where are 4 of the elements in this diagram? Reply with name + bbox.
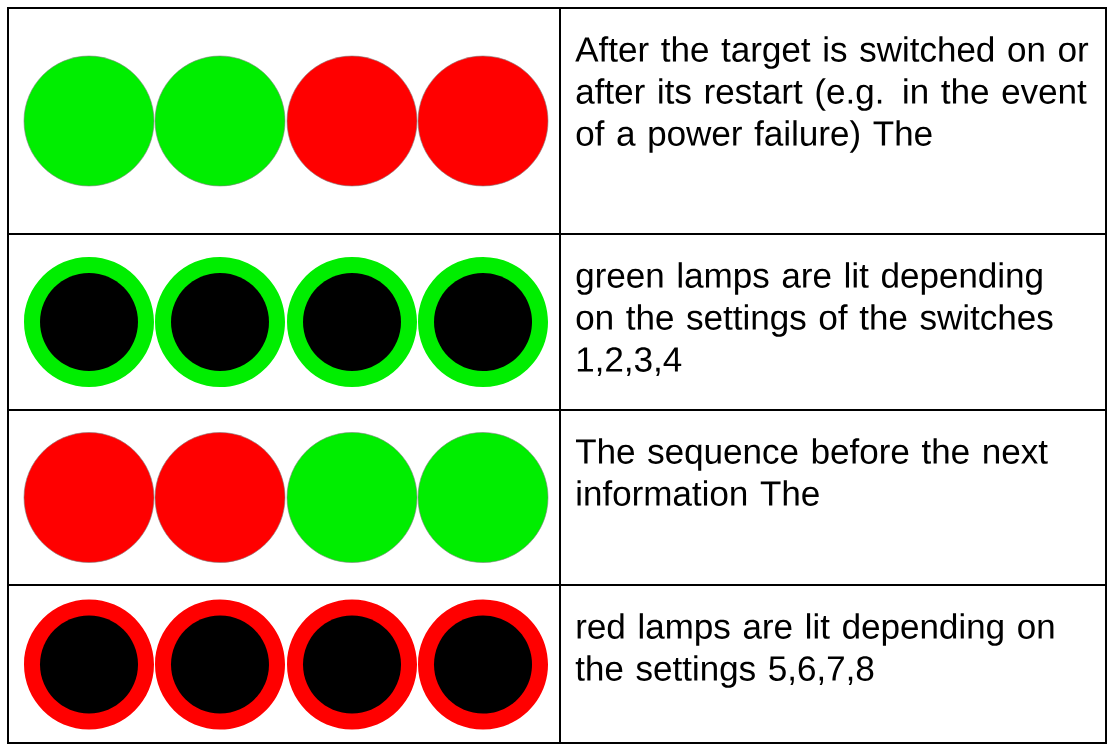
description-text: The sequence before the next information The: [576, 438, 1048, 506]
description-text: After the target is switched on or after its restart (e.g. in the event of a power failure) The: [575, 36, 1089, 153]
description-text: green lamps are lit depending on the settings of the switches 1,2,3,4: [576, 262, 1053, 377]
description-text: red lamps are lit depending on the settings 5,6,7,8: [575, 613, 1054, 688]
